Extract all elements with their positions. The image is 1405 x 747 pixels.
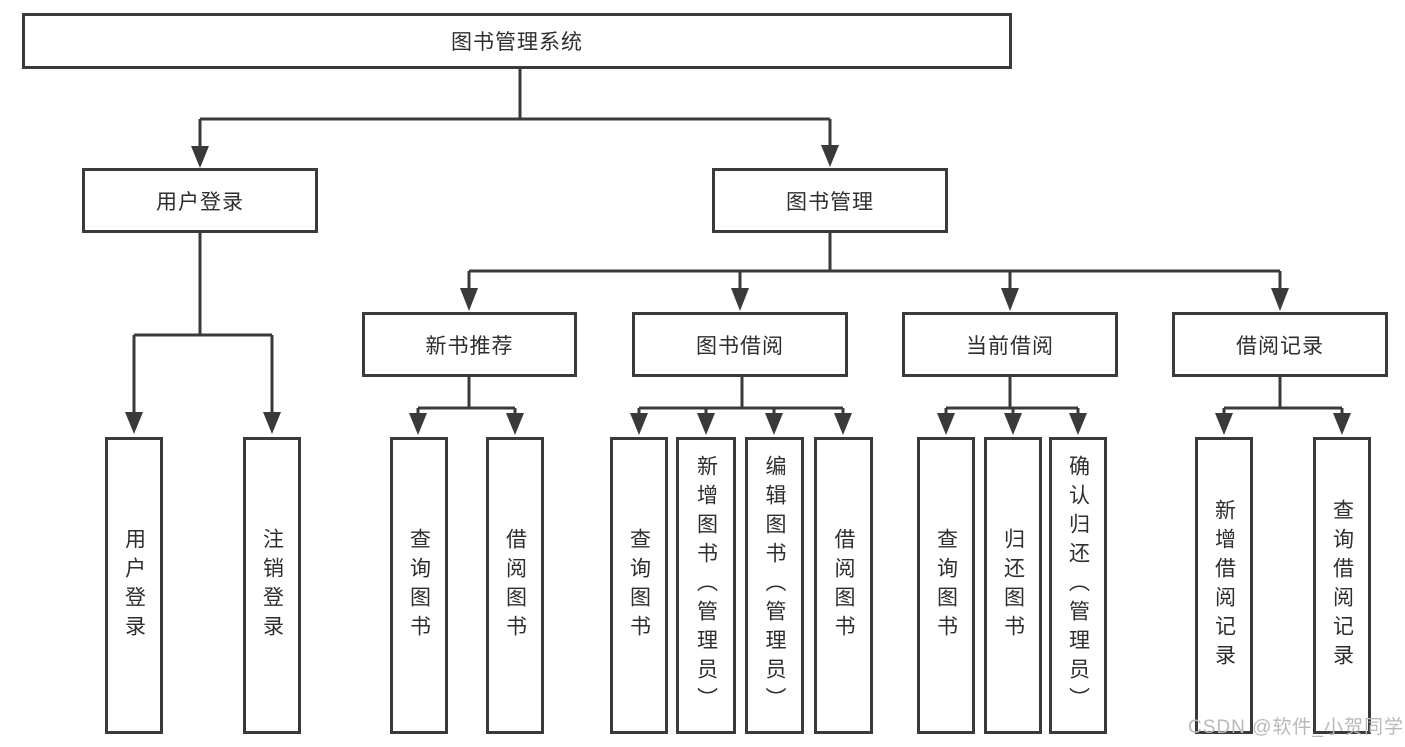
leaf-bb-add-books-admin: 新增图书（管理员） <box>676 437 736 734</box>
node-new-book-recommend-label: 新书推荐 <box>425 334 514 358</box>
leaf-br-add-borrow-record: 新增借阅记录 <box>1195 437 1253 734</box>
leaf-bb-query-books-label: 查询图书 <box>627 527 651 644</box>
node-book-management-label: 图书管理 <box>786 190 874 214</box>
leaf-bb-borrow-books: 借阅图书 <box>814 437 873 734</box>
node-user-login: 用户登录 <box>82 168 318 233</box>
leaf-cb-return-books: 归还图书 <box>984 437 1042 734</box>
leaf-nbr-query-books: 查询图书 <box>390 437 448 734</box>
node-borrowing-records-label: 借阅记录 <box>1236 334 1324 358</box>
leaf-user-login: 用户登录 <box>105 437 163 734</box>
node-book-borrowing: 图书借阅 <box>632 312 848 377</box>
leaf-bb-edit-books-admin-label: 编辑图书（管理员） <box>763 455 786 716</box>
node-root: 图书管理系统 <box>22 13 1012 69</box>
leaf-bb-query-books: 查询图书 <box>610 437 668 734</box>
leaf-br-query-borrow-record-label: 查询借阅记录 <box>1330 498 1354 673</box>
node-current-borrowing-label: 当前借阅 <box>966 334 1054 358</box>
leaf-logout: 注销登录 <box>243 437 301 734</box>
leaf-bb-add-books-admin-label: 新增图书（管理员） <box>694 455 718 716</box>
leaf-br-add-borrow-record-label: 新增借阅记录 <box>1212 498 1236 673</box>
node-borrowing-records: 借阅记录 <box>1172 312 1388 377</box>
watermark: CSDN @软件_小贺同学 <box>1188 717 1404 738</box>
node-book-management: 图书管理 <box>712 168 948 233</box>
leaf-bb-borrow-books-label: 借阅图书 <box>832 527 855 644</box>
leaf-nbr-query-books-label: 查询图书 <box>407 527 431 644</box>
leaf-logout-label: 注销登录 <box>260 527 284 644</box>
leaf-nbr-borrow-books-label: 借阅图书 <box>503 527 527 644</box>
leaf-nbr-borrow-books: 借阅图书 <box>486 437 544 734</box>
leaf-cb-confirm-return-admin: 确认归还（管理员） <box>1049 437 1107 734</box>
leaf-br-query-borrow-record: 查询借阅记录 <box>1313 437 1371 734</box>
leaf-user-login-label: 用户登录 <box>122 527 146 644</box>
node-user-login-label: 用户登录 <box>156 190 244 214</box>
leaf-bb-edit-books-admin: 编辑图书（管理员） <box>745 437 804 734</box>
leaf-cb-confirm-return-admin-label: 确认归还（管理员） <box>1066 455 1090 716</box>
leaf-cb-return-books-label: 归还图书 <box>1001 527 1025 644</box>
node-book-borrowing-label: 图书借阅 <box>696 334 784 358</box>
leaf-cb-query-books-label: 查询图书 <box>934 527 958 644</box>
node-root-label: 图书管理系统 <box>451 31 583 54</box>
node-new-book-recommend: 新书推荐 <box>362 312 577 377</box>
node-current-borrowing: 当前借阅 <box>902 312 1118 377</box>
leaf-cb-query-books: 查询图书 <box>917 437 975 734</box>
